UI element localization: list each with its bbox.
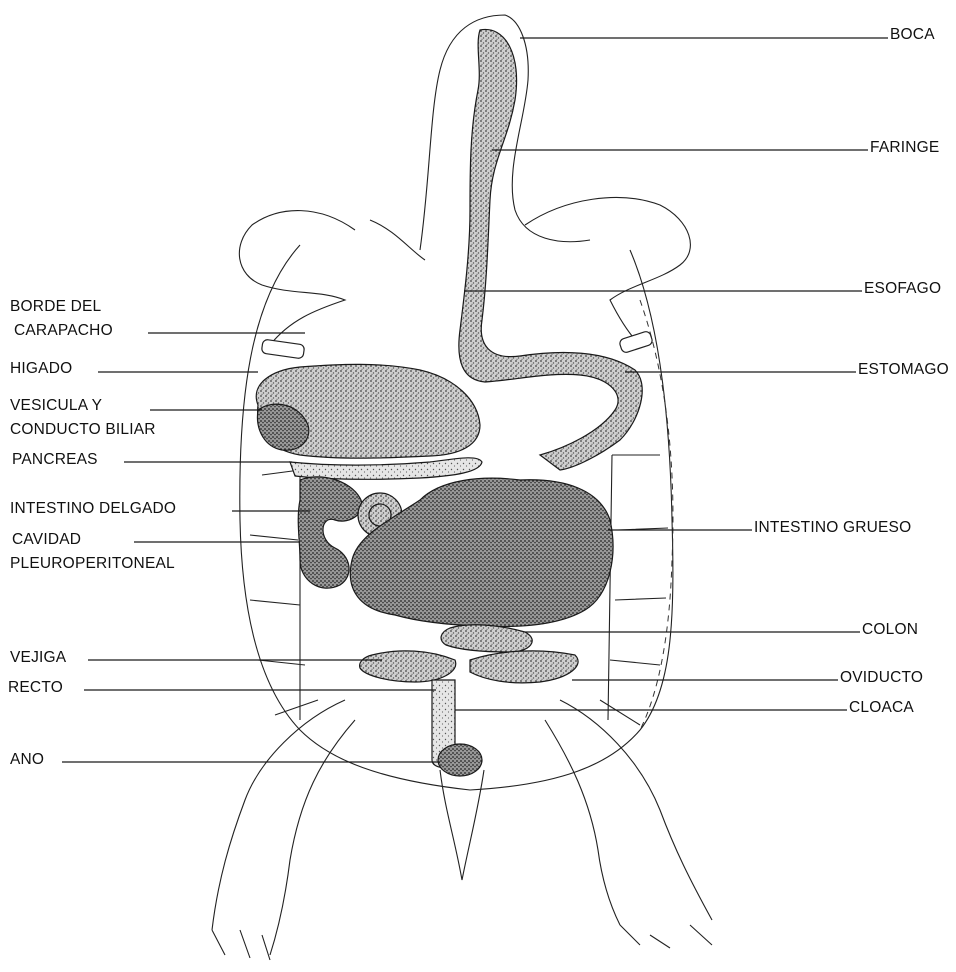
esophagus-organ <box>459 29 642 470</box>
label-pleuroperitoneal: PLEUROPERITONEAL <box>10 555 175 573</box>
right-marginal-scutes <box>600 455 668 725</box>
label-estomago: ESTOMAGO <box>858 361 949 379</box>
left-carapace-edge-mark <box>261 339 305 359</box>
colon-organ <box>441 625 532 652</box>
label-recto: RECTO <box>8 679 63 697</box>
right-hind-limb <box>545 700 712 948</box>
right-carapace-edge-mark <box>619 330 654 353</box>
left-hind-limb <box>212 700 355 960</box>
label-vejiga: VEJIGA <box>10 649 66 667</box>
label-ano: ANO <box>10 751 44 769</box>
label-esofago: ESOFAGO <box>864 280 941 298</box>
label-intestino-delgado: INTESTINO DELGADO <box>10 500 176 518</box>
right-front-limb <box>525 198 690 345</box>
label-pancreas: PANCREAS <box>12 451 98 469</box>
anus-organ <box>438 744 482 776</box>
label-carapacho: CARAPACHO <box>14 322 113 340</box>
label-vesicula-y: VESICULA Y <box>10 397 102 415</box>
label-boca: BOCA <box>890 26 935 44</box>
left-front-limb <box>239 211 355 345</box>
label-higado: HIGADO <box>10 360 72 378</box>
neck-left-outline <box>370 220 425 260</box>
label-faringe: FARINGE <box>870 139 939 157</box>
label-borde-del: BORDE DEL <box>10 298 101 316</box>
oviduct-organ <box>470 651 578 683</box>
pancreas-organ <box>290 458 482 480</box>
label-oviducto: OVIDUCTO <box>840 669 923 687</box>
label-cavidad: CAVIDAD <box>12 531 81 549</box>
label-cloaca: CLOACA <box>849 699 914 717</box>
label-intestino-grueso: INTESTINO GRUESO <box>754 519 911 537</box>
carapace-edge-dashed <box>640 300 673 730</box>
label-conducto-biliar: CONDUCTO BILIAR <box>10 421 156 439</box>
label-colon: COLON <box>862 621 918 639</box>
bladder-organ <box>360 651 456 682</box>
